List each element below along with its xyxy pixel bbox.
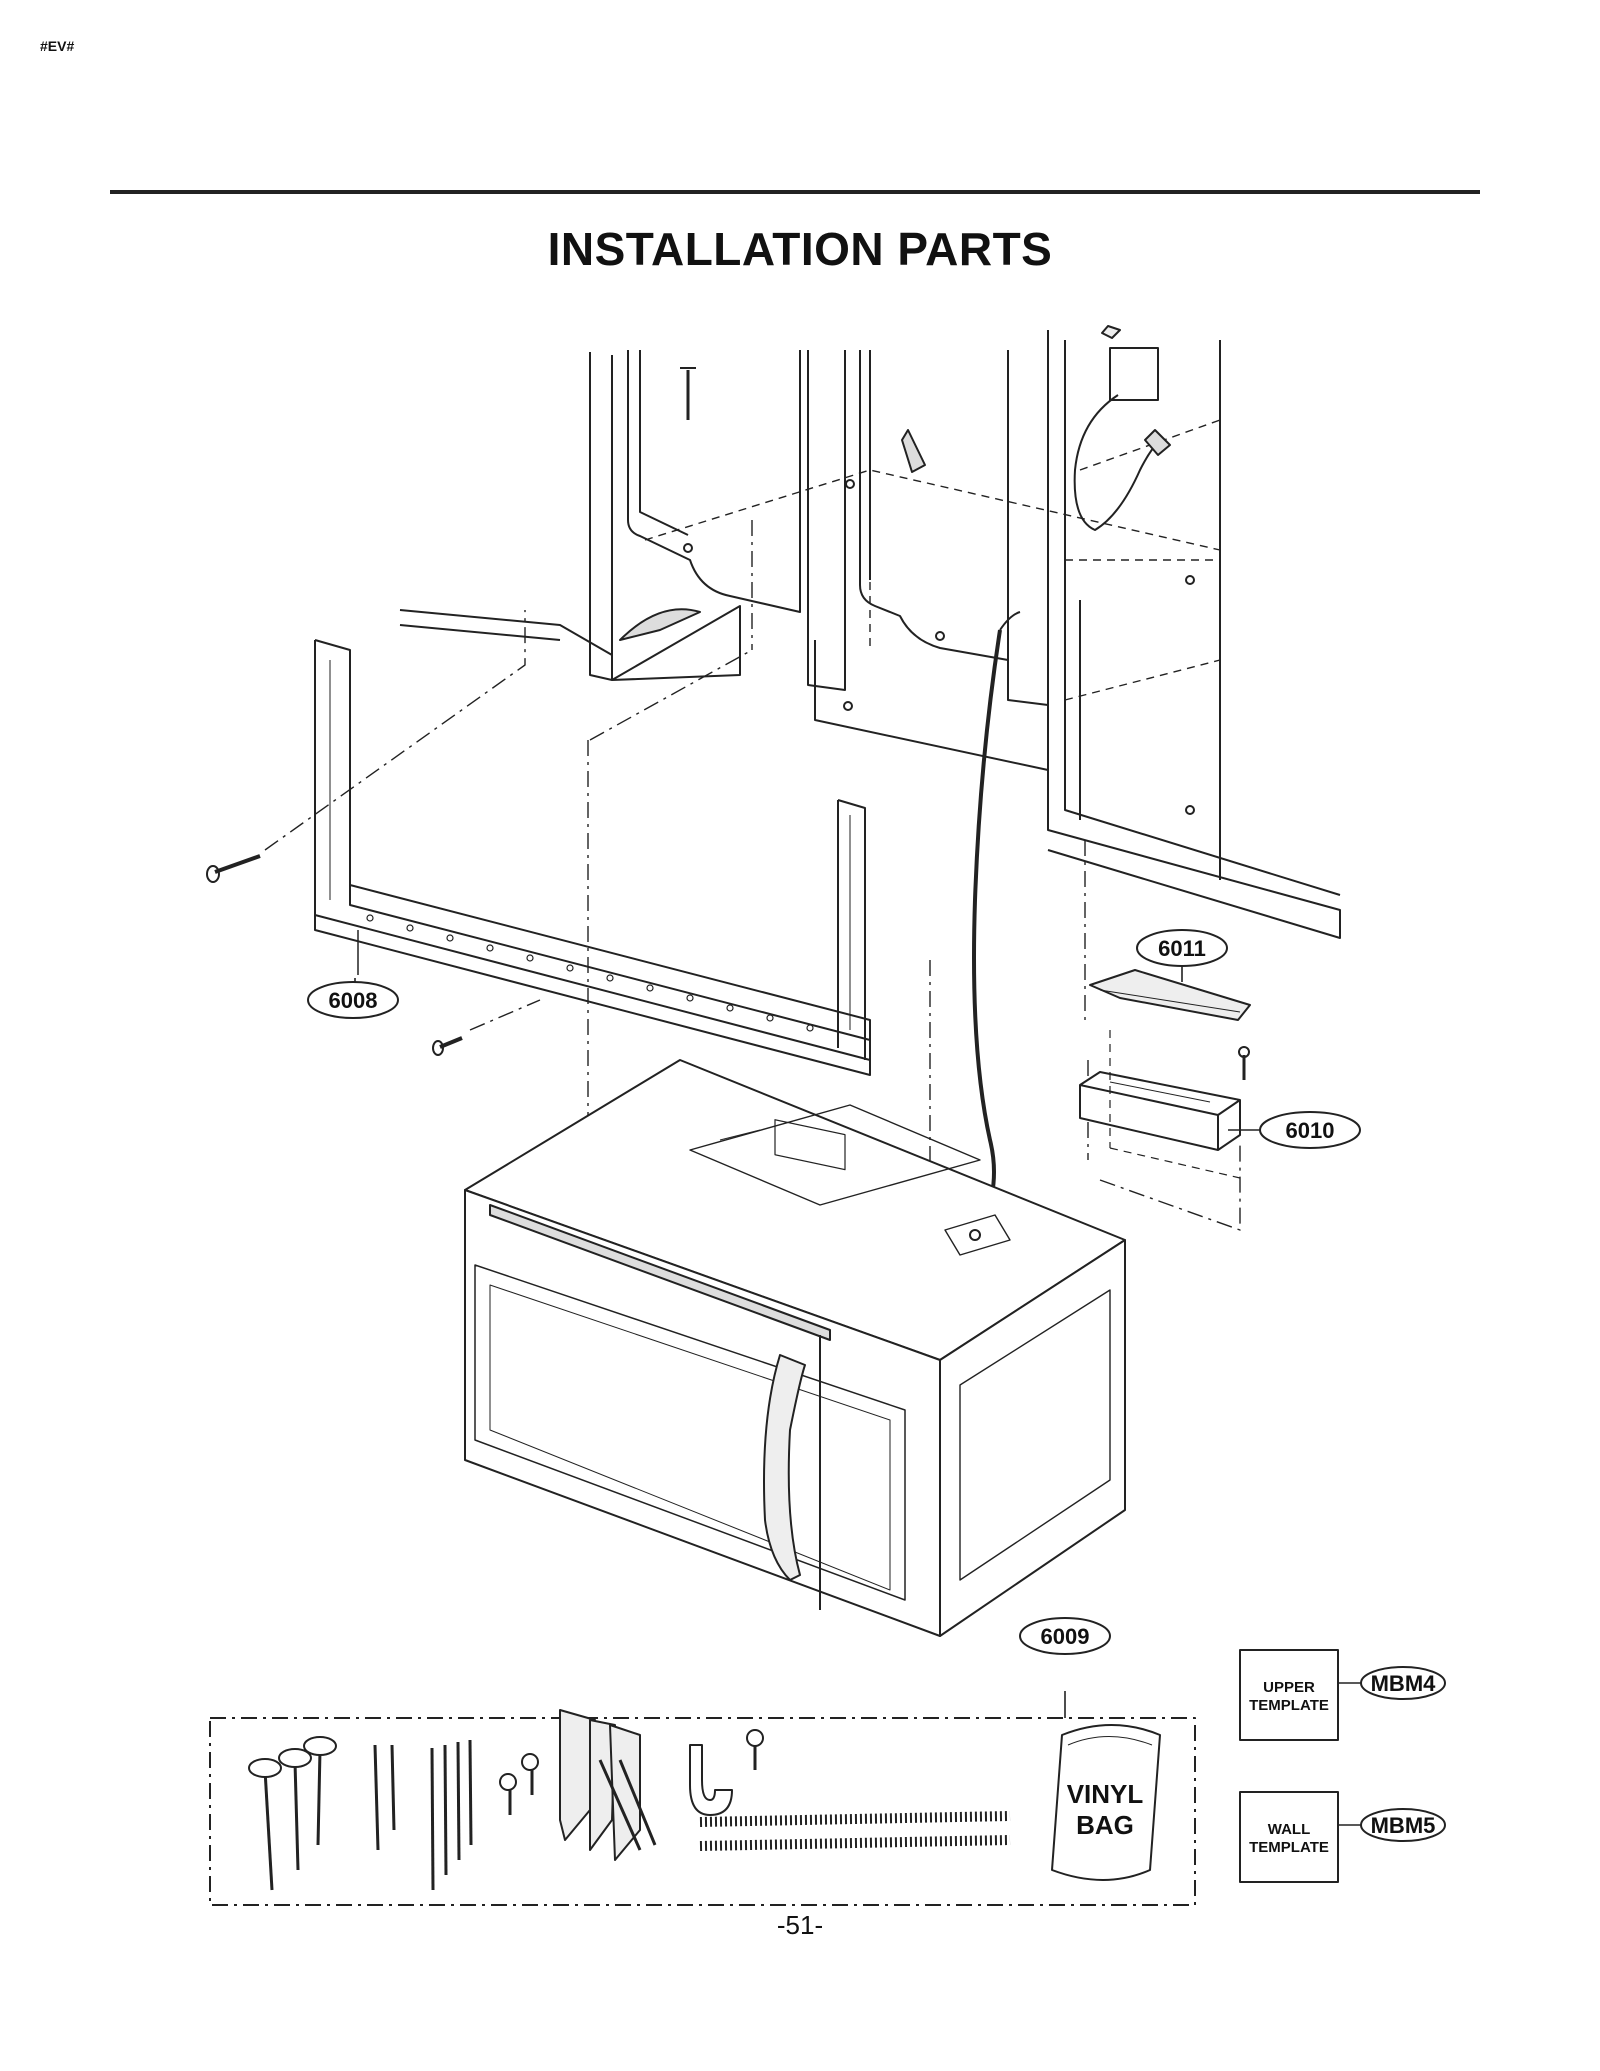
callout-6010: 6010 [1286,1118,1335,1143]
callout-oval-mbm5 [1360,1808,1446,1842]
damper [1089,969,1251,1021]
wall-mounting-plate [314,639,871,1076]
callout-oval-mbm4 [1360,1666,1446,1700]
callout-mbm5: MBM5 [1371,1813,1436,1838]
callout-6008: 6008 [329,988,378,1013]
kit-bolts [248,1736,539,1891]
callout-oval-6010 [1259,1111,1361,1149]
callout-oval-6009 [1019,1617,1111,1655]
anchor-bolt [206,854,463,1056]
document-code: #EV# [40,38,75,54]
callout-mbm4: MBM4 [1371,1671,1437,1696]
wall-template-label-2: TEMPLATE [1249,1839,1329,1856]
upper-cabinets [399,330,1341,939]
callout-6011: 6011 [1158,936,1206,961]
exhaust-adaptor [1079,1030,1250,1179]
upper-template-label-1: UPPER [1263,1679,1315,1696]
kit-spacer-strips [699,1811,1011,1851]
vinyl-bag-icon [1051,1724,1161,1881]
header-rule [110,190,1480,194]
page-number: -51- [776,1910,824,1940]
wall-template-box [1239,1791,1339,1883]
vinyl-bag-label-2: BAG [1076,1810,1134,1840]
upper-template-label-2: TEMPLATE [1249,1697,1329,1714]
page-title: INSTALLATION PARTS [547,223,1053,275]
vinyl-bag-label-1: VINYL [1067,1779,1144,1809]
hardware-kit-frame [209,1717,1196,1906]
cabinet-screw [680,325,1121,473]
wall-template-label-1: WALL [1268,1821,1311,1838]
power-cord [972,347,1171,1221]
callout-oval-6011 [1136,929,1228,967]
callout-6009: 6009 [1041,1624,1090,1649]
kit-toggle-bolts [559,1709,657,1861]
callout-oval-6008 [307,981,399,1019]
upper-template-box [1239,1649,1339,1741]
kit-cable-clamp [689,1729,764,1816]
microwave-oven [464,1059,1126,1637]
